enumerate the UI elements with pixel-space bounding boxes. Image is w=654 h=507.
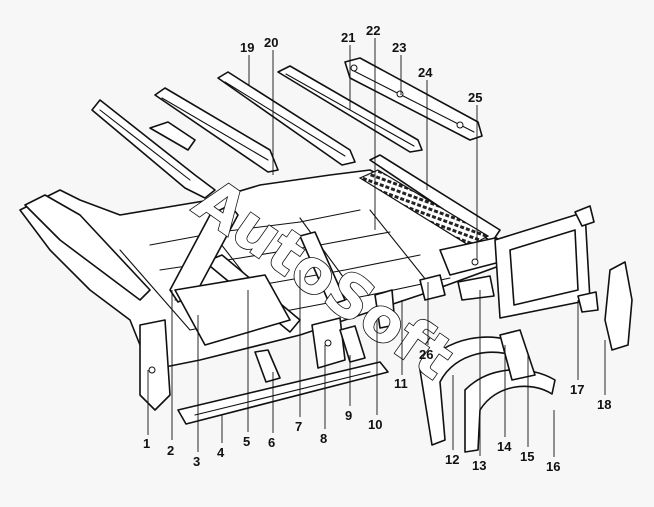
bracket-18 bbox=[604, 261, 633, 351]
callout-21: 21 bbox=[341, 30, 355, 45]
callout-26: 26 bbox=[419, 347, 433, 362]
callout-8: 8 bbox=[320, 431, 327, 446]
bracket-9 bbox=[339, 325, 366, 363]
rear-frame bbox=[494, 205, 599, 319]
rear-hatched-panel bbox=[358, 154, 501, 276]
callouts: 1 2 3 4 5 6 7 8 9 10 11 12 13 14 15 16 1… bbox=[143, 23, 611, 474]
callout-1: 1 bbox=[143, 436, 150, 451]
callout-9: 9 bbox=[345, 408, 352, 423]
bracket-26 bbox=[419, 274, 446, 301]
callout-2: 2 bbox=[167, 443, 174, 458]
callout-13: 13 bbox=[472, 458, 486, 473]
callout-22: 22 bbox=[366, 23, 380, 38]
callout-11: 11 bbox=[394, 376, 408, 391]
callout-17: 17 bbox=[570, 382, 584, 397]
wheel-arches bbox=[419, 329, 556, 453]
callout-25: 25 bbox=[468, 90, 482, 105]
left-front-structure bbox=[24, 194, 291, 411]
bracket-6 bbox=[254, 349, 281, 383]
bracket-13 bbox=[457, 275, 495, 301]
leader-lines bbox=[147, 38, 606, 457]
callout-7: 7 bbox=[295, 419, 302, 434]
callout-6: 6 bbox=[268, 435, 275, 450]
callout-15: 15 bbox=[520, 449, 534, 464]
callout-20: 20 bbox=[264, 35, 278, 50]
callout-24: 24 bbox=[418, 65, 433, 80]
callout-14: 14 bbox=[497, 439, 512, 454]
callout-12: 12 bbox=[445, 452, 459, 467]
callout-10: 10 bbox=[368, 417, 382, 432]
callout-16: 16 bbox=[546, 459, 560, 474]
callout-19: 19 bbox=[240, 40, 254, 55]
callout-4: 4 bbox=[217, 445, 225, 460]
callout-18: 18 bbox=[597, 397, 611, 412]
callout-5: 5 bbox=[243, 434, 250, 449]
callout-3: 3 bbox=[193, 454, 200, 469]
bracket-10 bbox=[374, 289, 396, 329]
callout-23: 23 bbox=[392, 40, 406, 55]
